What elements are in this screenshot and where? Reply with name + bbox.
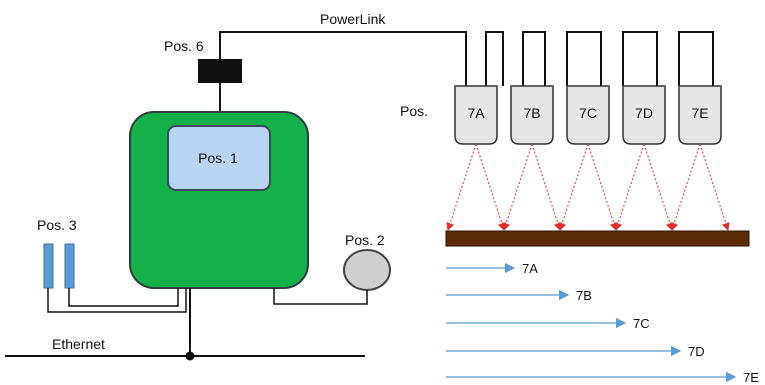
laser-ray-7a-left xyxy=(446,143,477,231)
sensor-link-loops xyxy=(485,31,714,86)
sensor-label: 7B xyxy=(523,105,540,121)
motion-arrow-label: 7D xyxy=(688,344,705,359)
sensor-body xyxy=(566,85,610,145)
ethernet-junction-dot xyxy=(185,351,195,361)
pos3-cable-outer xyxy=(47,288,187,313)
pos-label: Pos. xyxy=(400,103,428,119)
pos3-label: Pos. 3 xyxy=(37,217,77,233)
sensor-body xyxy=(622,85,666,145)
conveyor-belt xyxy=(445,230,750,247)
sensor-body xyxy=(678,85,722,145)
pos3-cable-inner xyxy=(68,288,179,307)
laser-ray-7a-right xyxy=(475,143,506,231)
laser-ray-7e-right xyxy=(699,143,730,231)
pos1-screen xyxy=(167,125,271,191)
sensor-7d: 7D xyxy=(622,85,666,145)
pos3-bar-left xyxy=(43,243,54,289)
laser-ray-7c-left xyxy=(558,143,589,231)
pos1-label: Pos. 1 xyxy=(198,150,238,166)
pos2-label: Pos. 2 xyxy=(345,232,385,248)
sensor-7c: 7C xyxy=(566,85,610,145)
laser-ray-7b-left xyxy=(502,143,533,231)
motion-arrows: 7A 7B 7C 7D 7E xyxy=(446,261,759,385)
pos3-bar-right xyxy=(64,243,75,289)
sensor-7e: 7E xyxy=(678,85,722,145)
laser-rays xyxy=(446,143,730,231)
motion-arrow-label: 7E xyxy=(743,370,759,385)
motion-arrow-label: 7C xyxy=(633,316,650,331)
sensor-7a: 7A xyxy=(454,85,498,145)
sensor-group: 7A 7B 7C 7D 7E xyxy=(454,85,722,145)
sensor-7b: 7B xyxy=(510,85,554,145)
powerlink-bus-line xyxy=(219,31,467,91)
laser-ray-7d-right xyxy=(643,143,674,231)
sensor-label: 7A xyxy=(467,105,485,121)
pos2-disc xyxy=(343,249,391,291)
motion-arrow-label: 7B xyxy=(576,288,592,303)
powerlink-label: PowerLink xyxy=(320,11,386,27)
sensor-body xyxy=(454,85,498,145)
sensor-label: 7D xyxy=(635,105,653,121)
laser-ray-7b-right xyxy=(531,143,562,231)
laser-ray-7e-left xyxy=(670,143,701,231)
pos6-label: Pos. 6 xyxy=(164,38,204,54)
sensor-body xyxy=(510,85,554,145)
ethernet-label: Ethernet xyxy=(52,336,105,352)
laser-ray-7d-left xyxy=(614,143,645,231)
pos6-module xyxy=(198,59,242,83)
laser-ray-7c-right xyxy=(587,143,618,231)
sensor-label: 7C xyxy=(579,105,597,121)
sensor-label: 7E xyxy=(691,105,708,121)
motion-arrow-label: 7A xyxy=(522,261,538,276)
pos2-cable xyxy=(273,288,368,305)
